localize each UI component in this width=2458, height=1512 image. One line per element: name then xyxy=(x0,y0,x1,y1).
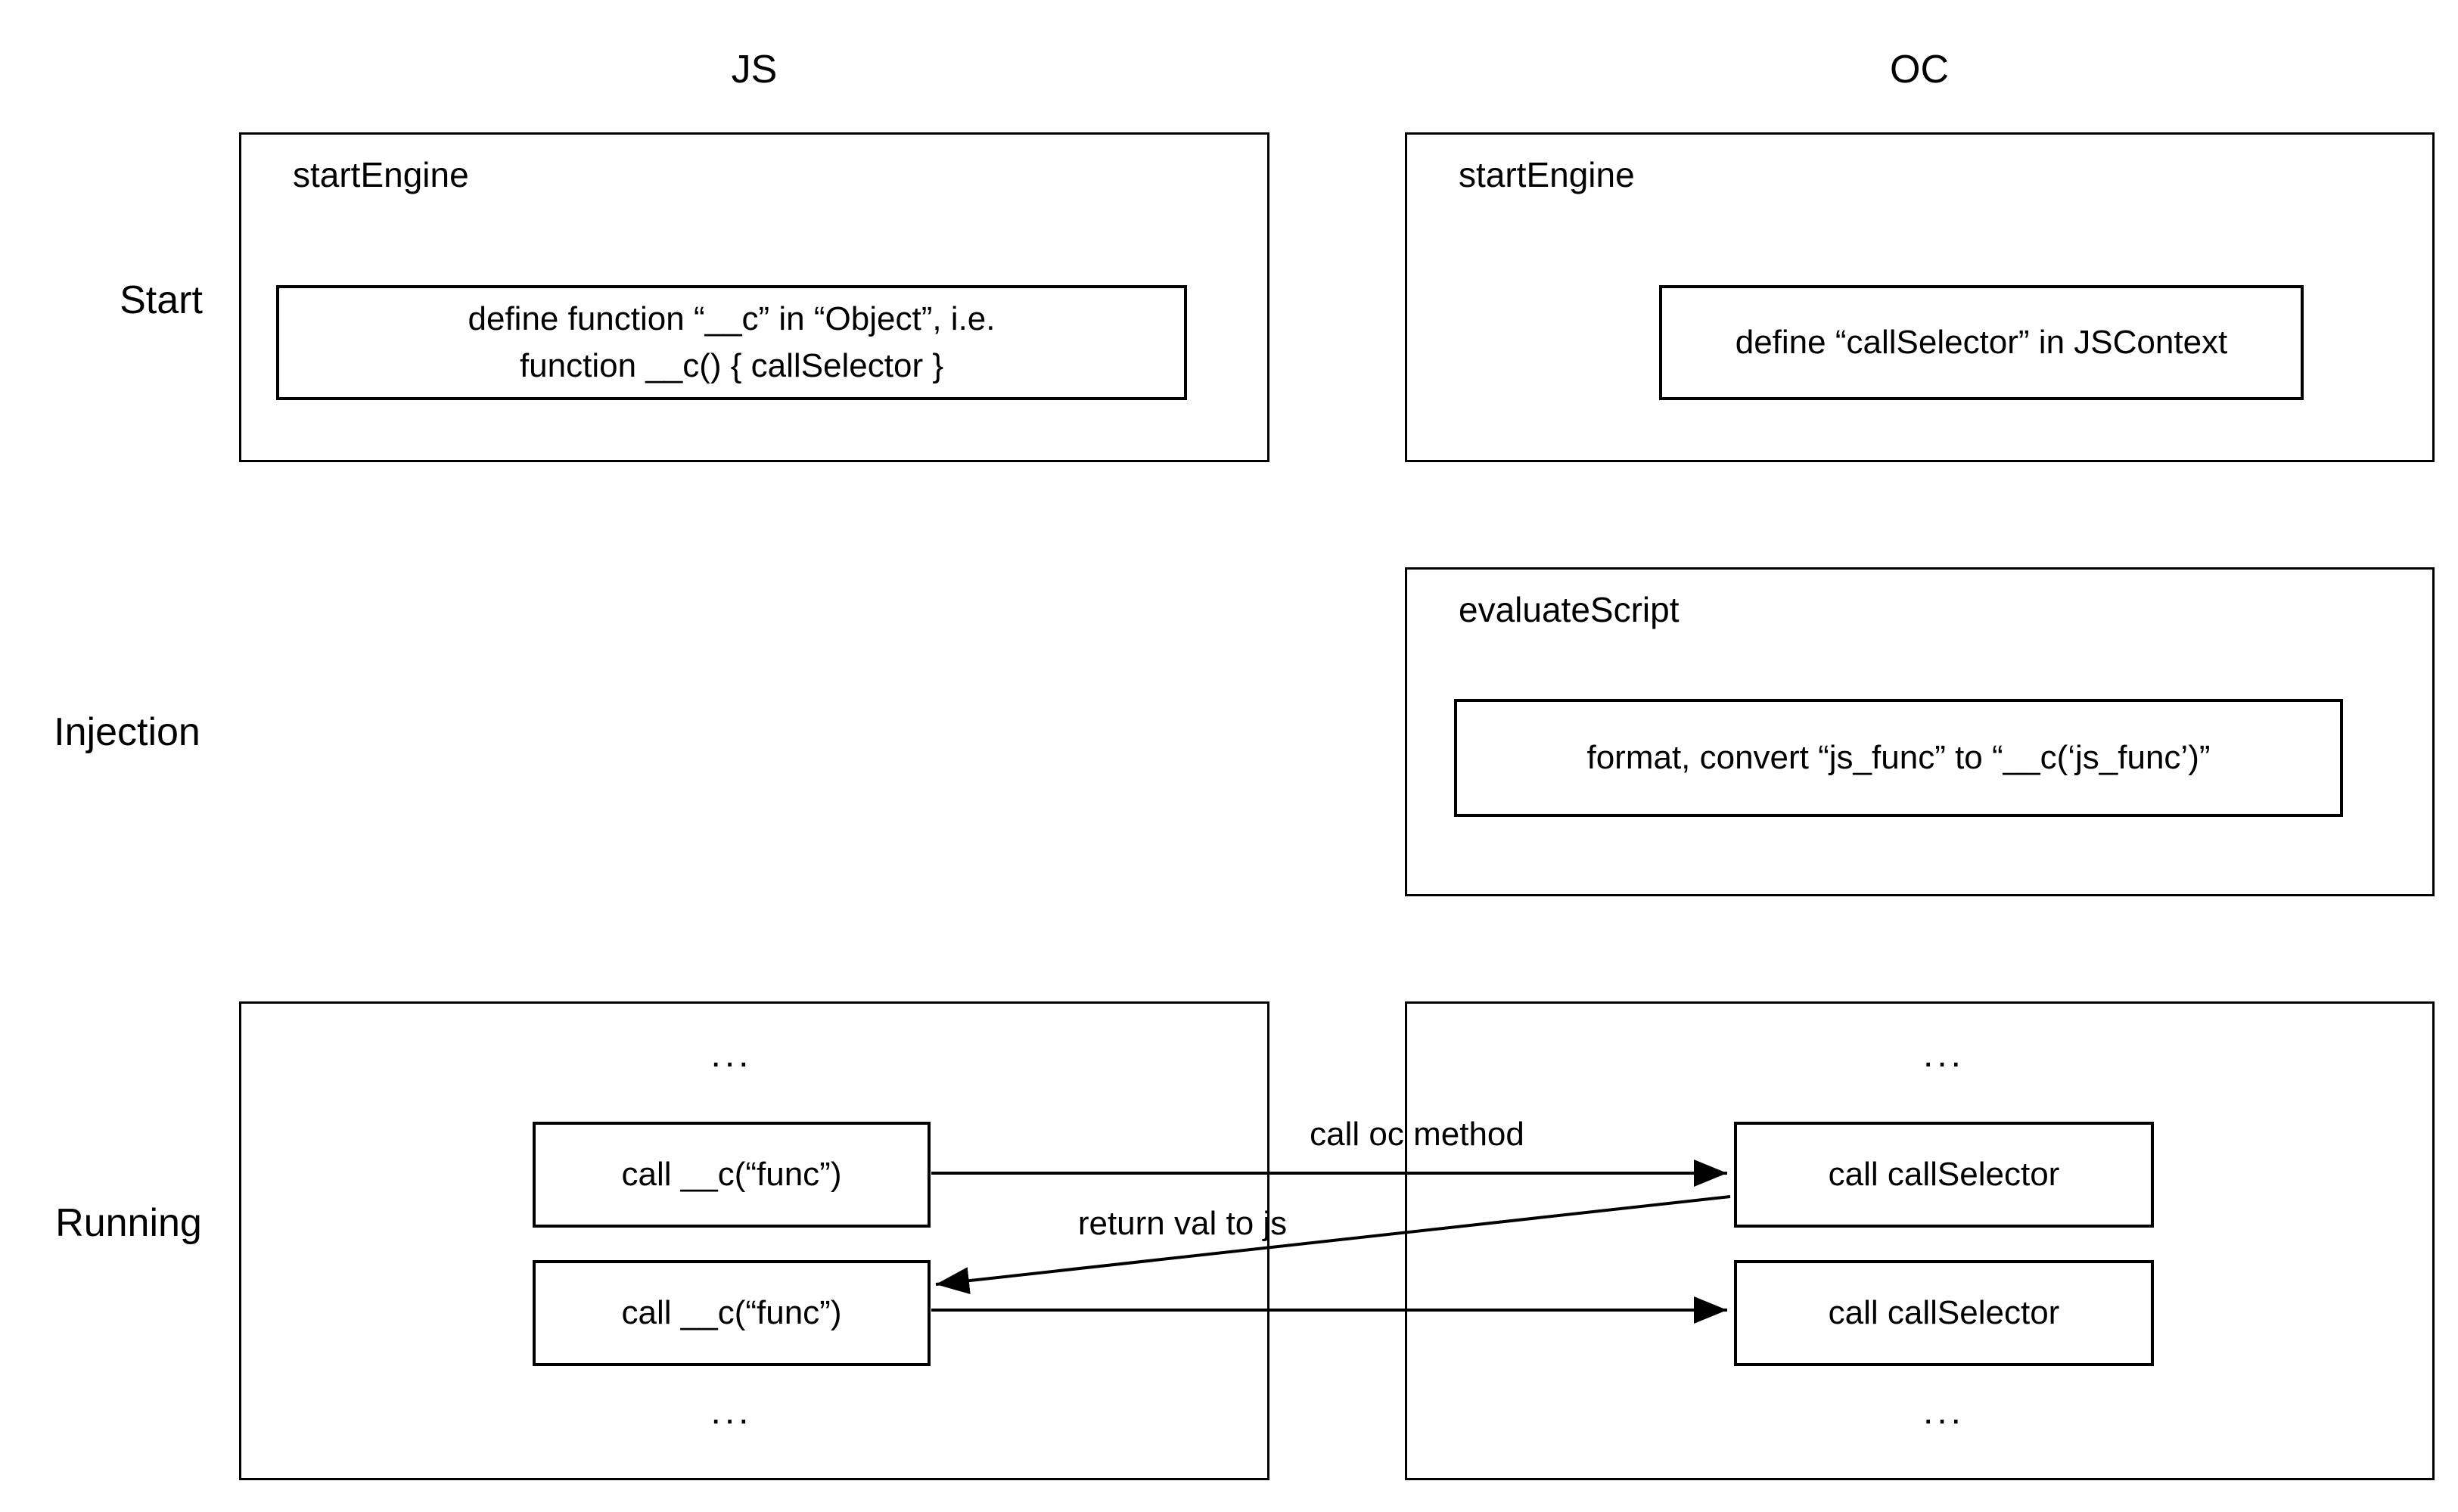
js-start-engine-box: startEngine define function “__c” in “Ob… xyxy=(239,132,1269,462)
oc-start-engine-box: startEngine define “callSelector” in JSC… xyxy=(1405,132,2435,462)
oc-running-ellipsis-top: ... xyxy=(1922,1035,1965,1075)
js-running-ellipsis-top: ... xyxy=(710,1035,753,1075)
arrow-label-return-val-to-js: return val to js xyxy=(1077,1205,1288,1242)
row-label-injection: Injection xyxy=(54,710,200,754)
oc-call-callselector-box-2: call callSelector xyxy=(1734,1260,2154,1366)
js-define-c-line2: function __c() { callSelector } xyxy=(519,347,944,384)
row-label-running: Running xyxy=(55,1201,202,1245)
js-start-engine-title: startEngine xyxy=(293,155,469,194)
oc-define-callselector-text: define “callSelector” in JSContext xyxy=(1735,324,2228,361)
oc-call-callselector-box-1: call callSelector xyxy=(1734,1122,2154,1228)
row-label-start: Start xyxy=(120,278,203,322)
js-define-c-line1: define function “__c” in “Object”, i.e. xyxy=(468,300,996,337)
oc-evaluate-script-box: evaluateScript format, convert “js_func”… xyxy=(1405,567,2435,896)
oc-running-box: ... call callSelector call callSelector … xyxy=(1405,1001,2435,1480)
js-running-ellipsis-bottom: ... xyxy=(710,1392,753,1432)
oc-evaluate-script-title: evaluateScript xyxy=(1459,590,1680,629)
js-call-c-box-1: call __c(“func”) xyxy=(533,1122,931,1228)
js-call-c-box-2: call __c(“func”) xyxy=(533,1260,931,1366)
oc-start-engine-title: startEngine xyxy=(1459,155,1635,194)
oc-format-convert-text: format, convert “js_func” to “__c(‘js_fu… xyxy=(1586,739,2211,776)
oc-define-callselector-box: define “callSelector” in JSContext xyxy=(1659,285,2304,400)
column-title-oc: OC xyxy=(1890,48,1949,92)
column-title-js: JS xyxy=(731,48,778,92)
js-define-c-box: define function “__c” in “Object”, i.e. … xyxy=(276,285,1187,400)
oc-format-convert-box: format, convert “js_func” to “__c(‘js_fu… xyxy=(1454,699,2343,817)
arrow-label-call-oc-method: call oc method xyxy=(1310,1116,1524,1153)
oc-running-ellipsis-bottom: ... xyxy=(1922,1392,1965,1432)
